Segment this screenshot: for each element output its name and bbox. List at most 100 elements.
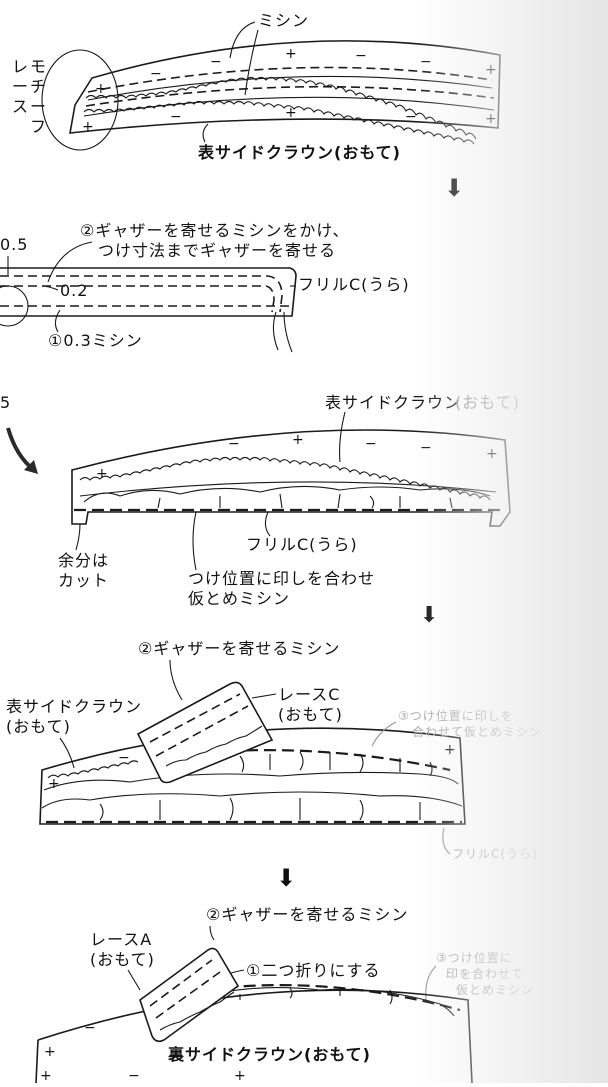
minus-mark: −: [118, 750, 130, 766]
step4-ruffle-lower: [41, 791, 463, 809]
step4-crown-line2: (おもて): [6, 717, 71, 736]
step3-crown-outline: [71, 429, 511, 527]
step4-frill-c-label: フリルC(うら): [452, 847, 538, 861]
step2-panel: ②ギャザーを寄せるミシンをかけ、 つけ寸法までギャザーを寄せる 0.5 0.2 …: [0, 221, 410, 353]
plus-mark: +: [82, 119, 94, 135]
svg-text:チ: チ: [30, 77, 47, 96]
plus-mark: +: [444, 742, 456, 758]
step5-baste-line2: 印を合わせて: [446, 966, 524, 981]
plus-mark: +: [485, 111, 497, 127]
step4-gather-label: ②ギャザーを寄せるミシン: [138, 639, 340, 658]
plus-mark: +: [96, 466, 108, 482]
step4-panel: ②ギャザーを寄せるミシン 表サイドクラウン (おもて) + − + レースC (…: [6, 639, 542, 861]
plus-mark: +: [285, 105, 297, 121]
svg-text:ー: ー: [12, 77, 29, 96]
plus-mark: +: [486, 446, 498, 462]
step3-crown-label-faint: (おもて): [455, 393, 520, 412]
step1-lace-row1-base: [87, 75, 493, 101]
thread-end: [272, 311, 279, 351]
frill-stitch-inner: [0, 285, 275, 313]
sewing-03-leader: [54, 309, 61, 333]
minus-mark: −: [128, 1068, 140, 1083]
gather-leader: [169, 659, 183, 701]
baste-note-line2: 仮とめミシン: [188, 589, 290, 608]
gather-tick: [99, 797, 421, 821]
trim-note-line1: 余分は: [58, 551, 109, 570]
step3-crown-label: 表サイドクラウン: [325, 393, 461, 412]
sewing-leader: [229, 21, 256, 59]
svg-text:レ: レ: [12, 57, 29, 76]
frill-leader: [442, 827, 451, 855]
down-arrow: ⬇: [444, 174, 464, 202]
minus-mark: −: [84, 1020, 96, 1036]
step3-scallop: [79, 456, 491, 501]
step2-instruction-line1: ②ギャザーを寄せるミシンをかけ、: [80, 221, 350, 240]
down-arrow: ⬇: [276, 864, 296, 892]
step3-panel: 5 表サイドクラウン (おもて) + − + − − + フリルC(うら) 余分…: [0, 393, 520, 608]
plus-mark: +: [40, 1068, 52, 1083]
down-arrow: ⬇: [420, 603, 438, 628]
lace-motif-circle: [41, 49, 119, 151]
step3-frill-c-label: フリルC(うら): [246, 535, 358, 554]
plus-mark: +: [234, 1068, 246, 1083]
frill-c-label: フリルC(うら): [298, 275, 410, 294]
minus-mark: −: [355, 48, 367, 64]
step1-stitch-row1: [87, 66, 493, 93]
lace-a-leader: [127, 969, 141, 991]
baste-leader: [192, 511, 197, 571]
trim-leader: [75, 523, 81, 551]
minus-mark: −: [210, 54, 222, 70]
minus-mark: −: [228, 436, 240, 452]
lace-c-line1: レースC: [278, 685, 340, 704]
plus-mark: +: [44, 1044, 56, 1060]
minus-mark: −: [405, 109, 417, 125]
minus-mark: −: [150, 66, 162, 82]
step5-panel: ②ギャザーを寄せるミシン レースA (おもて) ①二つ折りにする ③つけ位置に …: [35, 905, 534, 1084]
step1-panel: + − − + − − + + − + − + ミシン レ ー ス モ チ ー …: [12, 11, 501, 162]
baste-leader: [371, 721, 397, 747]
step4-baste-note-line1: ③つけ位置に印しを: [398, 708, 514, 723]
plus-mark: +: [285, 46, 297, 62]
plus-mark: +: [292, 432, 304, 448]
side-mark: 5: [0, 393, 11, 412]
baste-note-line1: つけ位置に印しを合わせ: [188, 569, 375, 588]
gather-leader: [209, 925, 215, 941]
svg-text:モ: モ: [30, 57, 47, 76]
lace-c-leader: [251, 693, 277, 699]
plus-mark: +: [95, 81, 107, 97]
curved-arrow: [6, 427, 36, 472]
step5-baste-line1: ③つけ位置に: [436, 950, 513, 965]
step2-instruction-line2: つけ寸法までギャザーを寄せる: [98, 241, 336, 260]
sewing-03-label: ①0.3ミシン: [48, 331, 143, 350]
plus-mark: +: [485, 62, 497, 78]
lace-a-line1: レースA: [90, 930, 152, 949]
thread-end: [283, 311, 293, 353]
trim-note-line2: カット: [58, 571, 109, 590]
frill-leader: [264, 511, 271, 537]
step5-baste-line3: 仮とめミシン: [456, 983, 534, 997]
lace-c-line2: (おもて): [278, 705, 343, 724]
minus-mark: −: [365, 436, 377, 452]
crown-leader: [202, 123, 209, 143]
dim-02-label: 0.2: [60, 281, 88, 300]
sewing-leader: [244, 29, 259, 96]
step5-crown-outline: [35, 989, 473, 1084]
plus-mark: +: [48, 776, 60, 792]
crown-leader: [339, 411, 346, 463]
lace-a-line2: (おもて): [90, 950, 155, 969]
gather-tick: [157, 493, 453, 509]
fold-note: ①二つ折りにする: [246, 961, 381, 980]
step5-gather-label: ②ギャザーを寄せるミシン: [206, 905, 408, 924]
minus-mark: −: [420, 440, 432, 456]
step4-crown-line1: 表サイドクラウン: [6, 697, 142, 716]
dim-05-label: 0.5: [0, 235, 28, 254]
step1-crown-label: 表サイドクラウン(おもて): [197, 143, 401, 162]
minus-mark: −: [170, 109, 182, 125]
sewing-label: ミシン: [258, 11, 309, 30]
minus-mark: −: [420, 54, 432, 70]
step5-crown-label: 裏サイドクラウン(おもて): [167, 1045, 371, 1064]
step4-baste-note-line2: 合わせて仮とめミシン: [412, 724, 542, 739]
svg-text:ス: ス: [12, 97, 29, 116]
